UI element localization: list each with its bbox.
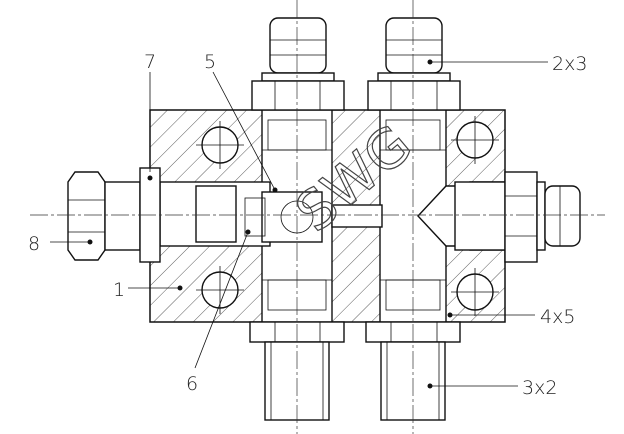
leader-dots xyxy=(87,59,453,389)
callout-5: 5 xyxy=(204,51,216,73)
right-fitting xyxy=(454,171,581,263)
callout-7: 7 xyxy=(144,51,156,73)
callout-6: 6 xyxy=(186,373,198,395)
bolt-holes xyxy=(196,116,499,316)
top-fittings xyxy=(251,17,461,111)
callout-2x3: 2x3 xyxy=(552,53,587,75)
center-lines xyxy=(30,0,605,434)
callout-1: 1 xyxy=(113,279,125,301)
leader-lines xyxy=(50,61,548,387)
bottom-fittings xyxy=(249,321,461,421)
callout-8: 8 xyxy=(28,233,40,255)
callout-3x2: 3x2 xyxy=(522,377,557,399)
callout-4x5: 4x5 xyxy=(540,306,575,328)
